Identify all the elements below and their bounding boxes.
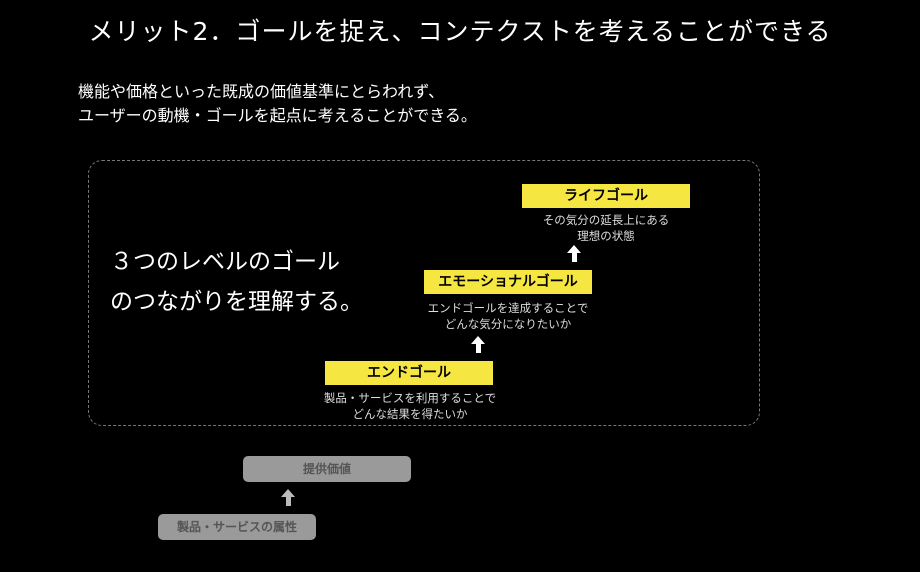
goal-desc: エンドゴールを達成することで [427,301,589,315]
provided-value-box: 提供価値 [243,456,411,482]
goal-desc: 理想の状態 [577,229,635,243]
end-goal-label: エンドゴール [325,361,493,385]
emotional-goal-label: エモーショナルゴール [424,270,592,294]
slide-title: メリット2．ゴールを捉え、コンテクストを考えることができる [88,17,832,46]
goal-desc: どんな結果を得たいか [352,407,468,421]
subtitle-line: 機能や価格といった既成の価値基準にとらわれず、 [78,82,445,101]
life-goal-label: ライフゴール [522,184,690,208]
emotional-goal-desc: エンドゴールを達成することでどんな気分になりたいか [400,300,616,332]
goal-desc: 製品・サービスを利用することで [323,391,497,405]
life-goal: ライフゴール その気分の延長上にある理想の状態 [522,184,690,244]
product-attribute-box: 製品・サービスの属性 [158,514,316,540]
emotional-goal: エモーショナルゴール [424,270,592,294]
goal-desc: どんな気分になりたいか [444,317,572,331]
lead-line: のつながりを理解する。 [110,289,363,315]
end-goal: エンドゴール [325,361,493,385]
subtitle: 機能や価格といった既成の価値基準にとらわれず、 ユーザーの動機・ゴールを起点に考… [78,80,477,128]
lead-line: ３つのレベルのゴール [110,249,340,275]
goal-frame [88,160,760,426]
arrow-up-icon [471,336,485,353]
goal-desc: その気分の延長上にある [542,213,670,227]
subtitle-line: ユーザーの動機・ゴールを起点に考えることができる。 [78,106,477,125]
arrow-up-icon [567,245,581,262]
lead-text: ３つのレベルのゴール のつながりを理解する。 [110,242,363,322]
end-goal-desc: 製品・サービスを利用することでどんな結果を得たいか [300,390,520,422]
arrow-up-icon [281,489,295,506]
